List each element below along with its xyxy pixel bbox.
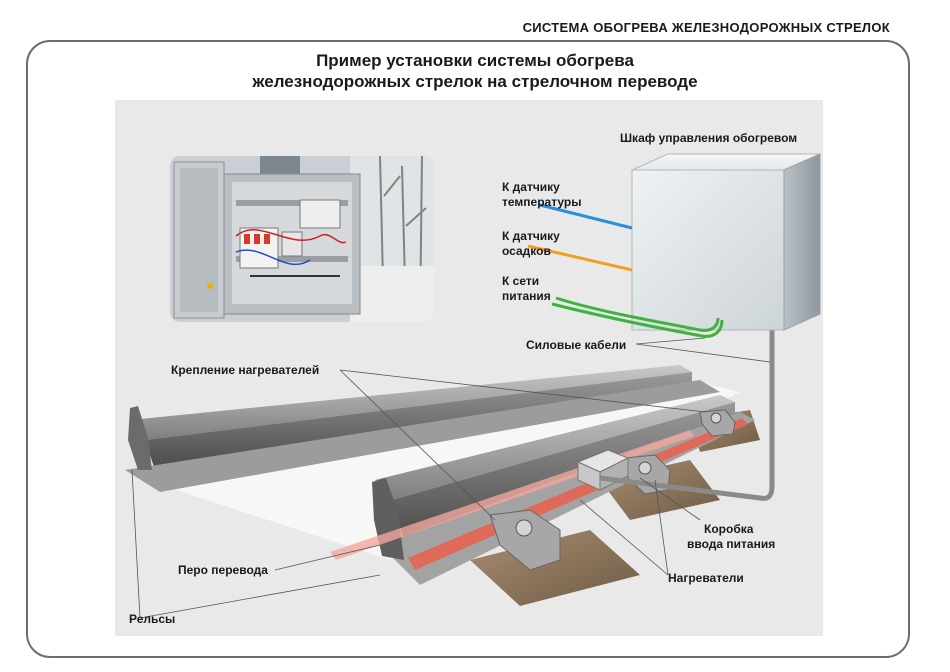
content-frame	[26, 40, 910, 658]
cabinet-photo	[170, 156, 434, 322]
label-precip-sensor-1: К датчику	[502, 229, 560, 243]
title-line-2: железнодорожных стрелок на стрелочном пе…	[252, 72, 698, 91]
label-power-cables: Силовые кабели	[526, 338, 627, 352]
precipitation-wire	[527, 244, 633, 272]
label-junction-box-2: ввода питания	[687, 537, 776, 551]
heater-strip	[408, 418, 748, 570]
label-mains-2: питания	[502, 289, 551, 303]
label-switch-blade: Перо перевода	[178, 563, 268, 577]
junction-box	[576, 449, 630, 491]
mains-wire-2	[551, 302, 724, 338]
label-junction-box-1: Коробка	[704, 522, 754, 536]
label-mains-1: К сети	[502, 274, 540, 288]
label-precip-sensor-2: осадков	[502, 244, 551, 258]
leader-lines	[131, 337, 771, 619]
label-heaters: Нагреватели	[668, 571, 744, 585]
document-header: СИСТЕМА ОБОГРЕВА ЖЕЛЕЗНОДОРОЖНЫХ СТРЕЛОК	[522, 20, 890, 35]
title-line-1: Пример установки системы обогрева	[316, 51, 634, 70]
label-cabinet: Шкаф управления обогревом	[620, 131, 798, 145]
mains-wire	[555, 296, 720, 332]
rail-far	[125, 365, 720, 492]
control-cabinet	[631, 153, 821, 331]
label-rails: Рельсы	[129, 612, 176, 626]
power-conduit	[599, 325, 775, 501]
label-temp-sensor-2: температуры	[502, 195, 582, 209]
label-temp-sensor-1: К датчику	[502, 180, 560, 194]
temperature-wire	[539, 203, 633, 230]
label-heater-mount: Крепление нагревателей	[171, 363, 320, 377]
